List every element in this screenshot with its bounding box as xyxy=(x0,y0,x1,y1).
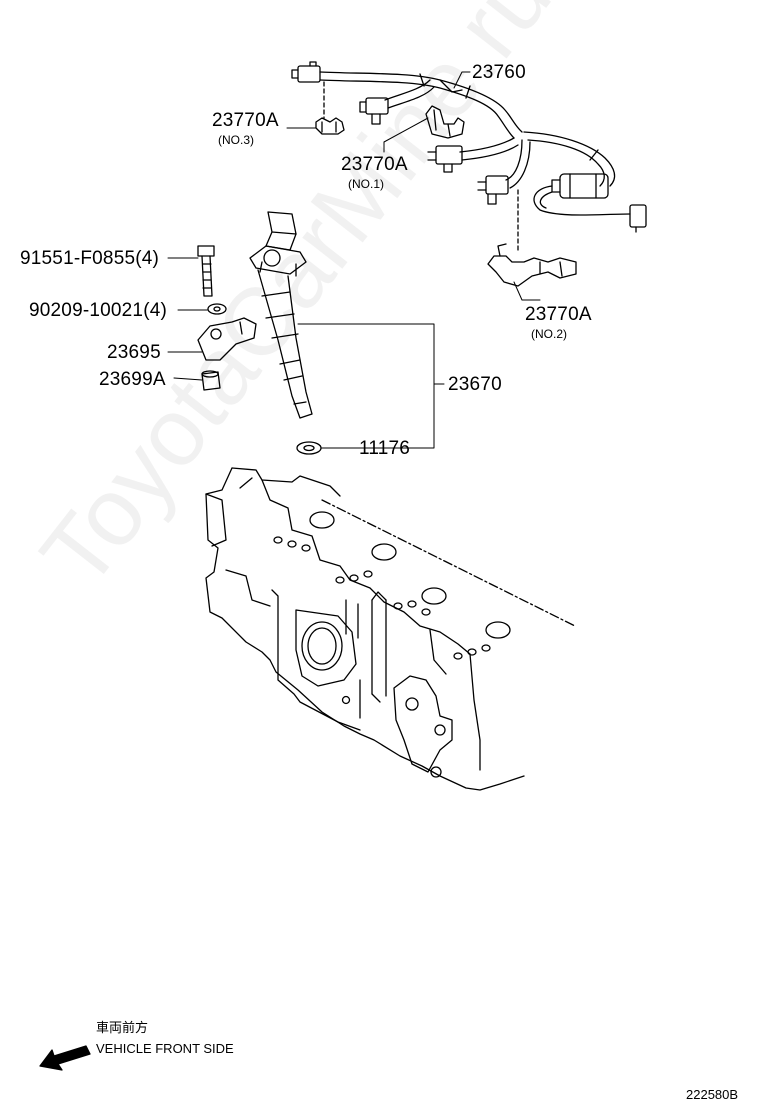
washer-90209 xyxy=(207,303,227,315)
front-note-japanese: 車両前方 xyxy=(96,1020,149,1035)
clip-23770a-no3 xyxy=(315,117,345,135)
part-label-91551: 91551-F0855(4) xyxy=(20,248,160,269)
part-label-23760: 23760 xyxy=(472,62,526,83)
part-sublabel-no1: (NO.1) xyxy=(348,177,384,191)
front-arrow-icon xyxy=(39,1045,91,1071)
part-sublabel-no2: (NO.2) xyxy=(531,327,567,341)
clip-23770a-no2 xyxy=(487,243,577,287)
part-label-23670: 23670 xyxy=(448,374,502,395)
front-note-english: VEHICLE FRONT SIDE xyxy=(96,1041,234,1056)
gasket-11176 xyxy=(296,441,322,455)
part-label-23770a-no1: 23770A xyxy=(341,154,408,175)
part-label-23770a-no2: 23770A xyxy=(525,304,592,325)
part-label-23699a: 23699A xyxy=(99,369,166,390)
clip-23770a-no1 xyxy=(425,105,465,139)
wiring-harness-23760 xyxy=(291,61,647,251)
part-label-23770a-no3: 23770A xyxy=(212,110,279,131)
leader-lines xyxy=(167,71,541,449)
clamp-23695 xyxy=(197,317,257,361)
part-sublabel-no3: (NO.3) xyxy=(218,133,254,147)
part-label-90209: 90209-10021(4) xyxy=(29,300,168,321)
diagram-reference-number: 222580B xyxy=(686,1087,739,1102)
cylinder-head xyxy=(205,467,576,791)
bolt-91551 xyxy=(197,245,215,297)
part-label-23695: 23695 xyxy=(107,342,161,363)
collar-23699a xyxy=(201,370,221,391)
injector-23670 xyxy=(249,211,313,419)
part-label-11176: 11176 xyxy=(359,438,411,459)
